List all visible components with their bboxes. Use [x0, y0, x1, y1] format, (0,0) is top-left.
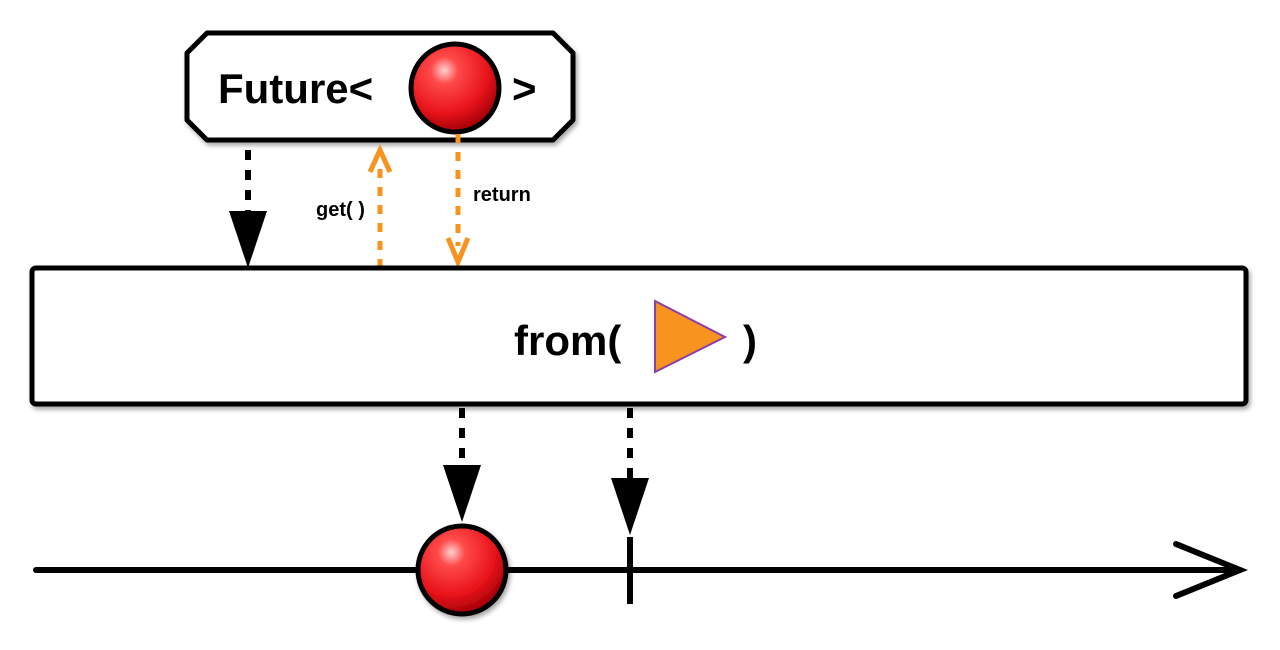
operator-box-prefix: from( — [514, 317, 621, 364]
return-label: return — [473, 184, 531, 206]
operator-box-suffix: ) — [743, 317, 757, 364]
return-arrow — [445, 134, 471, 269]
get-call-arrow — [367, 143, 393, 268]
orange-triangle-icon — [654, 299, 728, 374]
emit-item-arrow — [443, 408, 481, 522]
future-box-suffix: > — [512, 65, 537, 112]
emit-completion-arrow — [611, 408, 649, 535]
future-box-prefix: Future< — [218, 65, 373, 112]
emitted-marble-icon — [415, 523, 509, 617]
future-marble-icon — [408, 41, 502, 135]
output-timeline — [33, 541, 1248, 599]
future-to-operator-arrow — [229, 150, 267, 268]
get-call-label: get( ) — [316, 199, 365, 221]
operator-box — [29, 265, 1249, 407]
